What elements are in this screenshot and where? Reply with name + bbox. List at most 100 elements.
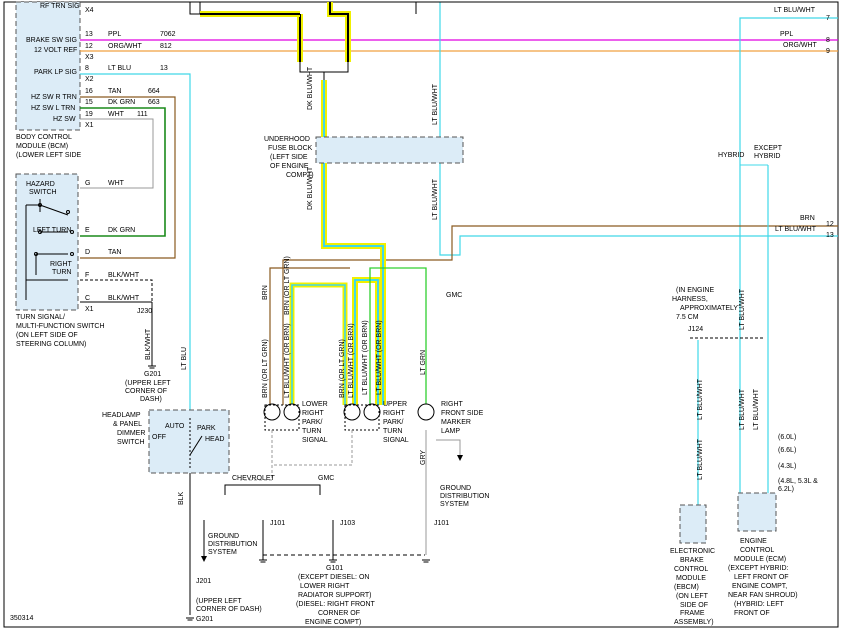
turn-switch-caption-3: (ON LEFT SIDE OF <box>16 332 78 339</box>
j124-caption-1: (IN ENGINE <box>676 287 714 294</box>
ecm-label-5: LEFT FRONT OF <box>734 574 789 581</box>
ebcm-label-2: BRAKE <box>680 557 704 564</box>
bcm-pin-x3: X3 <box>85 54 94 61</box>
label-dk-blu-wht-top: DK BLU/WHT <box>307 66 314 110</box>
arrow-down-icon-right <box>457 455 463 461</box>
bcm-pin-x1: X1 <box>85 122 94 129</box>
bcm-wire-wht: WHT <box>108 111 125 118</box>
bcm-pin-8: 8 <box>85 65 89 72</box>
bcm-caption-2: MODULE (BCM) <box>16 143 68 150</box>
wire-wht <box>80 118 154 189</box>
ground-icon-left <box>259 559 267 563</box>
label-ltbluwht-or-brn-3: LT BLU/WHT (OR BRN) <box>362 320 369 395</box>
ecm-label-9: FRONT OF <box>734 610 770 617</box>
bcm-pin-label-hz-sw: HZ SW <box>53 116 76 123</box>
j124-caption-4: 7.5 CM <box>676 314 699 321</box>
ground-dist-right-3: SYSTEM <box>440 501 469 508</box>
gmc-label-bottom: GMC <box>318 475 334 482</box>
label-lt-blu-wht-ebcm2: LT BLU/WHT <box>697 438 704 480</box>
ecm-label-2: CONTROL <box>740 547 774 554</box>
lower-lamp-label-3: PARK/ <box>302 419 323 426</box>
label-lt-blu: LT BLU <box>181 347 188 370</box>
j230-label: J230 <box>137 308 152 315</box>
upper-lamp-label-4: TURN <box>383 428 402 435</box>
position-head: HEAD <box>205 436 224 443</box>
wire-lt-blu-park <box>80 73 191 410</box>
marker-lamp-label-1: RIGHT <box>441 401 464 408</box>
g101-caption-4: (DIESEL: RIGHT FRONT <box>296 601 376 608</box>
right-label-lt-blu-wht-13: LT BLU/WHT <box>775 226 817 233</box>
wire-lt-blu-wht-hybrid <box>739 17 838 495</box>
label-brn-or-lt-grn-1: BRN (OR LT GRN) <box>262 339 269 398</box>
wire-brn-maj <box>269 267 350 405</box>
tss-wire-wht: WHT <box>108 180 125 187</box>
label-lt-blu-wht-ecm1: LT BLU/WHT <box>739 388 746 430</box>
ecm-label-6: ENGINE COMPT, <box>732 583 787 590</box>
tss-pin-f: F <box>85 272 89 279</box>
bcm-wire-ppl: PPL <box>108 31 121 38</box>
g201-label: G201 <box>144 371 161 378</box>
label-lt-blu-wht-ecm2: LT BLU/WHT <box>753 388 760 430</box>
bcm-caption-3: (LOWER LEFT SIDE <box>16 152 82 159</box>
wire-tan <box>80 96 176 259</box>
ground-dist-left-1: GROUND <box>208 533 239 540</box>
diagram-id: 350314 <box>10 615 33 622</box>
j124-caption-2: HARNESS, <box>672 296 708 303</box>
ground-wire-upper <box>272 430 353 466</box>
g101-caption-2: LOWER RIGHT <box>300 583 350 590</box>
label-brn-or-lt-grn-3: BRN (OR LT GRN) <box>339 339 346 398</box>
gry-ground-wire <box>436 439 461 455</box>
headlamp-dimmer-switch-box <box>148 409 230 474</box>
fuse-block-label-2: FUSE BLOCK <box>268 145 313 152</box>
diagram-border <box>3 1 839 628</box>
turn-switch-caption-2: MULTI-FUNCTION SWITCH <box>16 323 105 330</box>
label-blk-wht: BLK/WHT <box>145 328 152 360</box>
marker-lamp-label-3: MARKER <box>441 419 471 426</box>
bcm-caption-1: BODY CONTROL <box>16 134 72 141</box>
hazard-switch-label-2: SWITCH <box>29 189 57 196</box>
g101-caption-3: RADIATOR SUPPORT) <box>298 592 372 599</box>
g201-caption-1: (UPPER LEFT <box>125 380 171 387</box>
g101-caption-5: CORNER OF <box>318 610 360 617</box>
turn-switch-caption-1: TURN SIGNAL/ <box>16 314 65 321</box>
fuse-block-label-3: (LEFT SIDE <box>270 154 308 161</box>
right-pin-7: 7 <box>826 15 830 22</box>
bcm-wire-lt-blu: LT BLU <box>108 65 131 72</box>
bcm-pin-x4: X4 <box>85 7 94 14</box>
ebcm-label-7: SIDE OF <box>680 602 708 609</box>
bcm-pin-label-hz-l: HZ SW L TRN <box>31 105 75 112</box>
j201-label: J201 <box>196 578 211 585</box>
fuse-block-label-5: COMPT) <box>286 172 314 179</box>
bcm-circuit-812: 812 <box>160 43 172 50</box>
ground-dist-left-2: DISTRIBUTION <box>208 541 257 548</box>
headlamp-switch-label-2: & PANEL <box>113 421 142 428</box>
bcm-pin-label-12v: 12 VOLT REF <box>34 47 77 54</box>
right-label-lt-blu-wht-top: LT BLU/WHT <box>774 7 816 14</box>
tss-pin-e: E <box>85 227 90 234</box>
bcm-pin-label-hz-r: HZ SW R TRN <box>31 94 77 101</box>
ebcm-label-3: CONTROL <box>674 566 708 573</box>
label-lt-blu-wht-top: LT BLU/WHT <box>432 83 439 125</box>
right-label-brn: BRN <box>800 215 815 222</box>
right-pin-13: 13 <box>826 232 834 239</box>
ebcm-label-6: (ON LEFT <box>676 593 709 600</box>
g201-caption-3: DASH) <box>140 396 162 403</box>
tss-wire-blk-wht-2: BLK/WHT <box>108 295 140 302</box>
label-lt-blu-wht-ebcm1: LT BLU/WHT <box>697 378 704 420</box>
bcm-circuit-111: 111 <box>137 111 148 118</box>
ebcm-label-1: ELECTRONIC <box>670 548 715 555</box>
tss-wire-blk-wht-1: BLK/WHT <box>108 272 140 279</box>
j124-label: J124 <box>688 326 703 333</box>
engine-6-2: 6.2L) <box>778 486 794 493</box>
lower-right-park-turn-lamp <box>263 403 301 431</box>
ebcm-label-8: FRAME <box>680 610 705 617</box>
headlamp-switch-label-3: DIMMER <box>117 430 145 437</box>
tss-wire-tan: TAN <box>108 249 121 256</box>
ground-icon-right <box>422 559 430 563</box>
ground-dist-right-2: DISTRIBUTION <box>440 493 489 500</box>
label-lt-grn: LT GRN <box>420 350 427 375</box>
chevrolet-gmc-bracket <box>224 484 321 495</box>
bcm-pin-label-brake: BRAKE SW SIG <box>26 37 77 44</box>
hazard-switch-label: HAZARD <box>26 181 55 188</box>
